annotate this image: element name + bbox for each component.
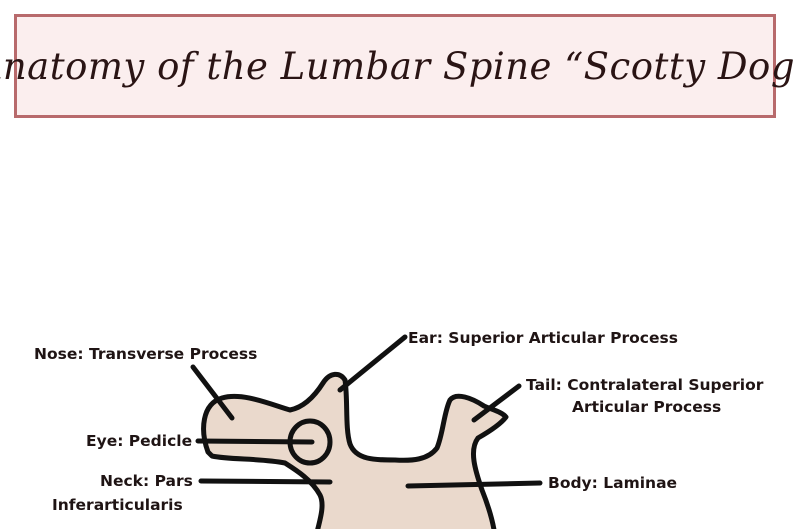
title-banner: Anatomy of the Lumbar Spine “Scotty Dog” xyxy=(0,14,794,118)
vertebra-outline xyxy=(201,371,509,529)
neck-label-line1: Neck: Pars xyxy=(100,472,193,490)
ear-label: Ear: Superior Articular Process xyxy=(408,329,678,347)
tail-label-line1: Tail: Contralateral Superior xyxy=(526,376,764,394)
body-pointer xyxy=(405,480,543,489)
eye-label: Eye: Pedicle xyxy=(86,432,192,450)
body-label: Body: Laminae xyxy=(548,474,677,492)
nose-pointer xyxy=(190,364,235,421)
tail-pointer xyxy=(471,383,522,423)
eye-pointer xyxy=(195,438,315,445)
tail-label-line2: Articular Process xyxy=(572,398,721,416)
neck-pointer xyxy=(198,478,333,485)
ear-pointer xyxy=(337,334,408,393)
neck-label-line2: Inferarticularis xyxy=(52,496,183,514)
nose-label: Nose: Transverse Process xyxy=(34,345,257,363)
page-title: Anatomy of the Lumbar Spine “Scotty Dog” xyxy=(0,44,794,88)
